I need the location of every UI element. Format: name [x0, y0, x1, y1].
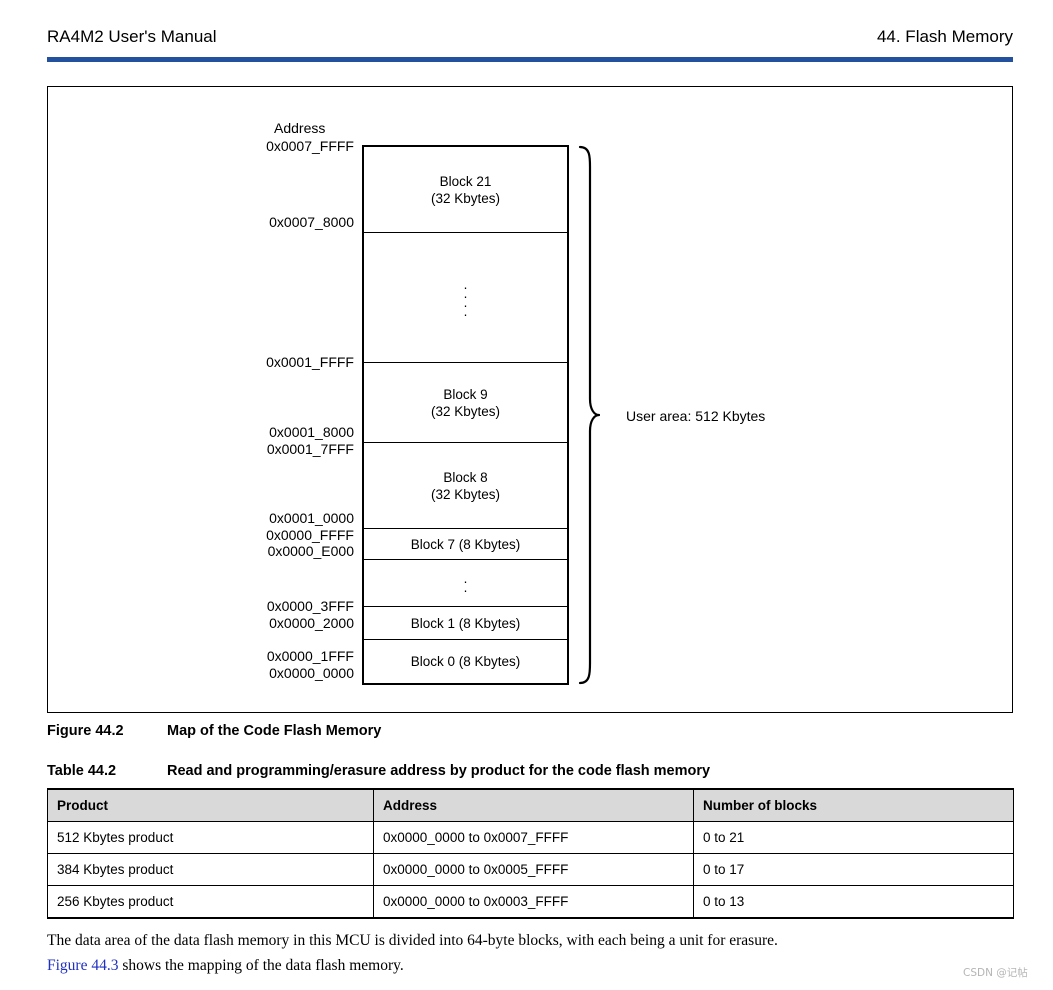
memory-block-gap-lower: ..: [364, 560, 567, 607]
address-label-addr-0001-7fff: 0x0001_7FFF: [266, 441, 354, 457]
memory-map-diagram: Address 0x0007_FFFF 0x0007_8000 0x0001_FFF…: [48, 87, 1012, 712]
address-label-addr-0000-ffff: 0x0000_FFFF: [266, 527, 354, 543]
csdn-watermark: CSDN @记帖: [963, 967, 1028, 979]
memory-block-block-0: Block 0 (8 Kbytes): [364, 640, 567, 683]
figure-caption-title: Map of the Code Flash Memory: [167, 723, 382, 739]
address-label-addr-0001-8000: 0x0001_8000: [269, 424, 354, 440]
memory-block-label: Block 9 (32 Kbytes): [430, 386, 501, 419]
figure-frame: Address 0x0007_FFFF 0x0007_8000 0x0001_FFF…: [47, 86, 1013, 713]
figure-44-3-link[interactable]: Figure 44.3: [47, 957, 119, 974]
memory-block-label: Block 0 (8 Kbytes): [410, 654, 521, 669]
address-label-addr-0000-1fff: 0x0000_1FFF: [266, 648, 354, 664]
address-label-addr-0007-ffff: 0x0007_FFFF: [266, 138, 354, 154]
memory-block-label: Block 21 (32 Kbytes): [430, 173, 501, 206]
table-cell-address: 0x0000_0000 to 0x0007_FFFF: [373, 821, 694, 854]
address-label-stack: 0x0007_FFFF 0x0007_8000 0x0001_FFFF 0x0001_…: [162, 87, 362, 681]
table-cell-number-of-blocks: 0 to 17: [693, 853, 1014, 886]
address-label-addr-0000-2000: 0x0000_2000: [269, 615, 354, 631]
figure-caption-number: Figure 44.2: [47, 723, 124, 739]
table-cell-address: 0x0000_0000 to 0x0005_FFFF: [373, 853, 694, 886]
table-cell-number-of-blocks: 0 to 21: [693, 821, 1014, 854]
table-cell-product: 384 Kbytes product: [47, 853, 374, 886]
address-by-product-table: Product Address Number of blocks 512 Kby…: [47, 788, 1014, 919]
figure-caption: Figure 44.2 Map of the Code Flash Memory: [47, 722, 381, 741]
table-cell-number-of-blocks: 0 to 13: [693, 885, 1014, 919]
table-cell-product: 256 Kbytes product: [47, 885, 374, 919]
memory-block-label: Block 1 (8 Kbytes): [410, 615, 521, 631]
memory-block-block-21: Block 21 (32 Kbytes): [364, 147, 567, 233]
memory-block-block-9: Block 9 (32 Kbytes): [364, 363, 567, 443]
address-label-addr-0000-e000: 0x0000_E000: [267, 543, 354, 559]
table-caption: Table 44.2 Read and programming/erasure a…: [47, 762, 710, 781]
table-caption-title: Read and programming/erasure address by …: [167, 763, 711, 779]
chapter-title: 44. Flash Memory: [876, 27, 1013, 46]
memory-block-gap-upper: ....: [364, 233, 567, 363]
table-header-row: Product Address Number of blocks: [47, 788, 1014, 822]
memory-block-block-1: Block 1 (8 Kbytes): [364, 607, 567, 640]
memory-block-label: Block 7 (8 Kbytes): [410, 536, 521, 552]
memory-block-block-7: Block 7 (8 Kbytes): [364, 529, 567, 560]
vertical-ellipsis-icon: ....: [463, 276, 468, 319]
body-paragraph: The data area of the data flash memory i…: [47, 928, 1013, 978]
address-column-caption: Address: [274, 120, 326, 136]
address-label-addr-0000-0000: 0x0000_0000: [269, 665, 354, 681]
table-cell-product: 512 Kbytes product: [47, 821, 374, 854]
column-header-blocks: Number of blocks: [693, 788, 1014, 822]
address-label-addr-0001-0000: 0x0001_0000: [269, 510, 354, 526]
address-label-addr-0000-3fff: 0x0000_3FFF: [266, 598, 354, 614]
user-area-brace: [578, 145, 600, 685]
body-line-1: The data area of the data flash memory i…: [47, 932, 778, 949]
vertical-ellipsis-icon: ..: [463, 571, 468, 595]
header-rule: [47, 57, 1013, 62]
memory-block-block-8: Block 8 (32 Kbytes): [364, 443, 567, 529]
address-label-addr-0001-ffff: 0x0001_FFFF: [266, 354, 354, 370]
column-header-product: Product: [47, 788, 374, 822]
address-label-addr-0007-8000: 0x0007_8000: [269, 214, 354, 230]
manual-title: RA4M2 User's Manual: [47, 27, 217, 46]
table-cell-address: 0x0000_0000 to 0x0003_FFFF: [373, 885, 694, 919]
table-caption-number: Table 44.2: [47, 763, 117, 779]
memory-block-label: Block 8 (32 Kbytes): [430, 469, 501, 502]
column-header-address: Address: [373, 788, 694, 822]
body-line-2: shows the mapping of the data flash memo…: [118, 957, 404, 974]
page-header: RA4M2 User's Manual 44. Flash Memory: [47, 26, 1013, 52]
memory-block-column: Block 21 (32 Kbytes).... Block 9 (32 Kbyt…: [362, 145, 569, 685]
user-area-label: User area: 512 Kbytes: [626, 408, 766, 424]
